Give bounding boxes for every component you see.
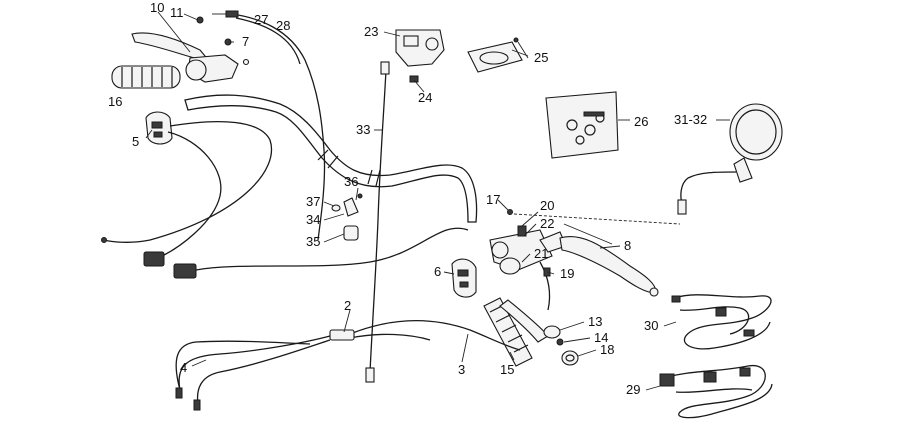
callout-35: 35: [306, 234, 320, 249]
throttle-cable-19: [539, 261, 551, 311]
callout-7: 7: [242, 34, 249, 49]
callout-24: 24: [418, 90, 432, 105]
bar-end-parts: [543, 325, 579, 366]
callout-19: 19: [560, 266, 574, 281]
callout-18: 18: [600, 342, 614, 357]
left-switch-housing: [145, 111, 173, 145]
callout-36: 36: [344, 174, 358, 189]
wiring-harness-30: [671, 294, 772, 350]
callout-37: 37: [306, 194, 320, 209]
rear-view-mirror: [677, 103, 783, 215]
callout-27: 27: [254, 12, 268, 27]
wiring-harness-29: [659, 365, 773, 419]
callout-26: 26: [634, 114, 648, 129]
left-grip: [111, 65, 181, 89]
callout-8: 8: [624, 238, 631, 253]
callout-15: 15: [500, 362, 514, 377]
callout-14: 14: [594, 330, 608, 345]
right-grip: [483, 297, 549, 367]
callout-17: 17: [486, 192, 500, 207]
callout-5: 5: [132, 134, 139, 149]
callout-4: 4: [180, 360, 187, 375]
brake-line-33: [365, 61, 390, 383]
callout-28: 28: [276, 18, 290, 33]
callout-34: 34: [306, 212, 320, 227]
reservoir-cap-25: [467, 37, 523, 73]
front-brake-master-cylinder: [395, 29, 445, 83]
decal-sheet-26: [545, 91, 619, 159]
callout-31-32: 31-32: [674, 112, 707, 127]
left-switch-cables: [101, 120, 469, 279]
callout-11: 11: [170, 5, 184, 20]
callout-25: 25: [534, 50, 548, 65]
callout-30: 30: [644, 318, 658, 333]
callout-16: 16: [108, 94, 122, 109]
right-switch-housing: [451, 258, 477, 298]
handlebar: [184, 94, 478, 223]
callout-3: 3: [458, 362, 465, 377]
callout-labels: 10 11 27 28 7 16 5 23 24 25 33 26 31-32 …: [108, 0, 707, 397]
callout-2: 2: [344, 298, 351, 313]
callout-21: 21: [534, 246, 548, 261]
callout-29: 29: [626, 382, 640, 397]
callout-20: 20: [540, 198, 554, 213]
callout-6: 6: [434, 264, 441, 279]
callout-10: 10: [150, 0, 164, 15]
small-fittings-34-37: [331, 193, 363, 241]
callout-13: 13: [588, 314, 602, 329]
leader-lines: [145, 11, 730, 391]
callout-22: 22: [540, 216, 554, 231]
callout-23: 23: [364, 24, 378, 39]
throttle-cables: [175, 320, 521, 411]
throttle-assembly: [489, 209, 681, 275]
left-clutch-lever: [131, 16, 250, 83]
callout-33: 33: [356, 122, 370, 137]
right-brake-lever: [559, 223, 659, 297]
